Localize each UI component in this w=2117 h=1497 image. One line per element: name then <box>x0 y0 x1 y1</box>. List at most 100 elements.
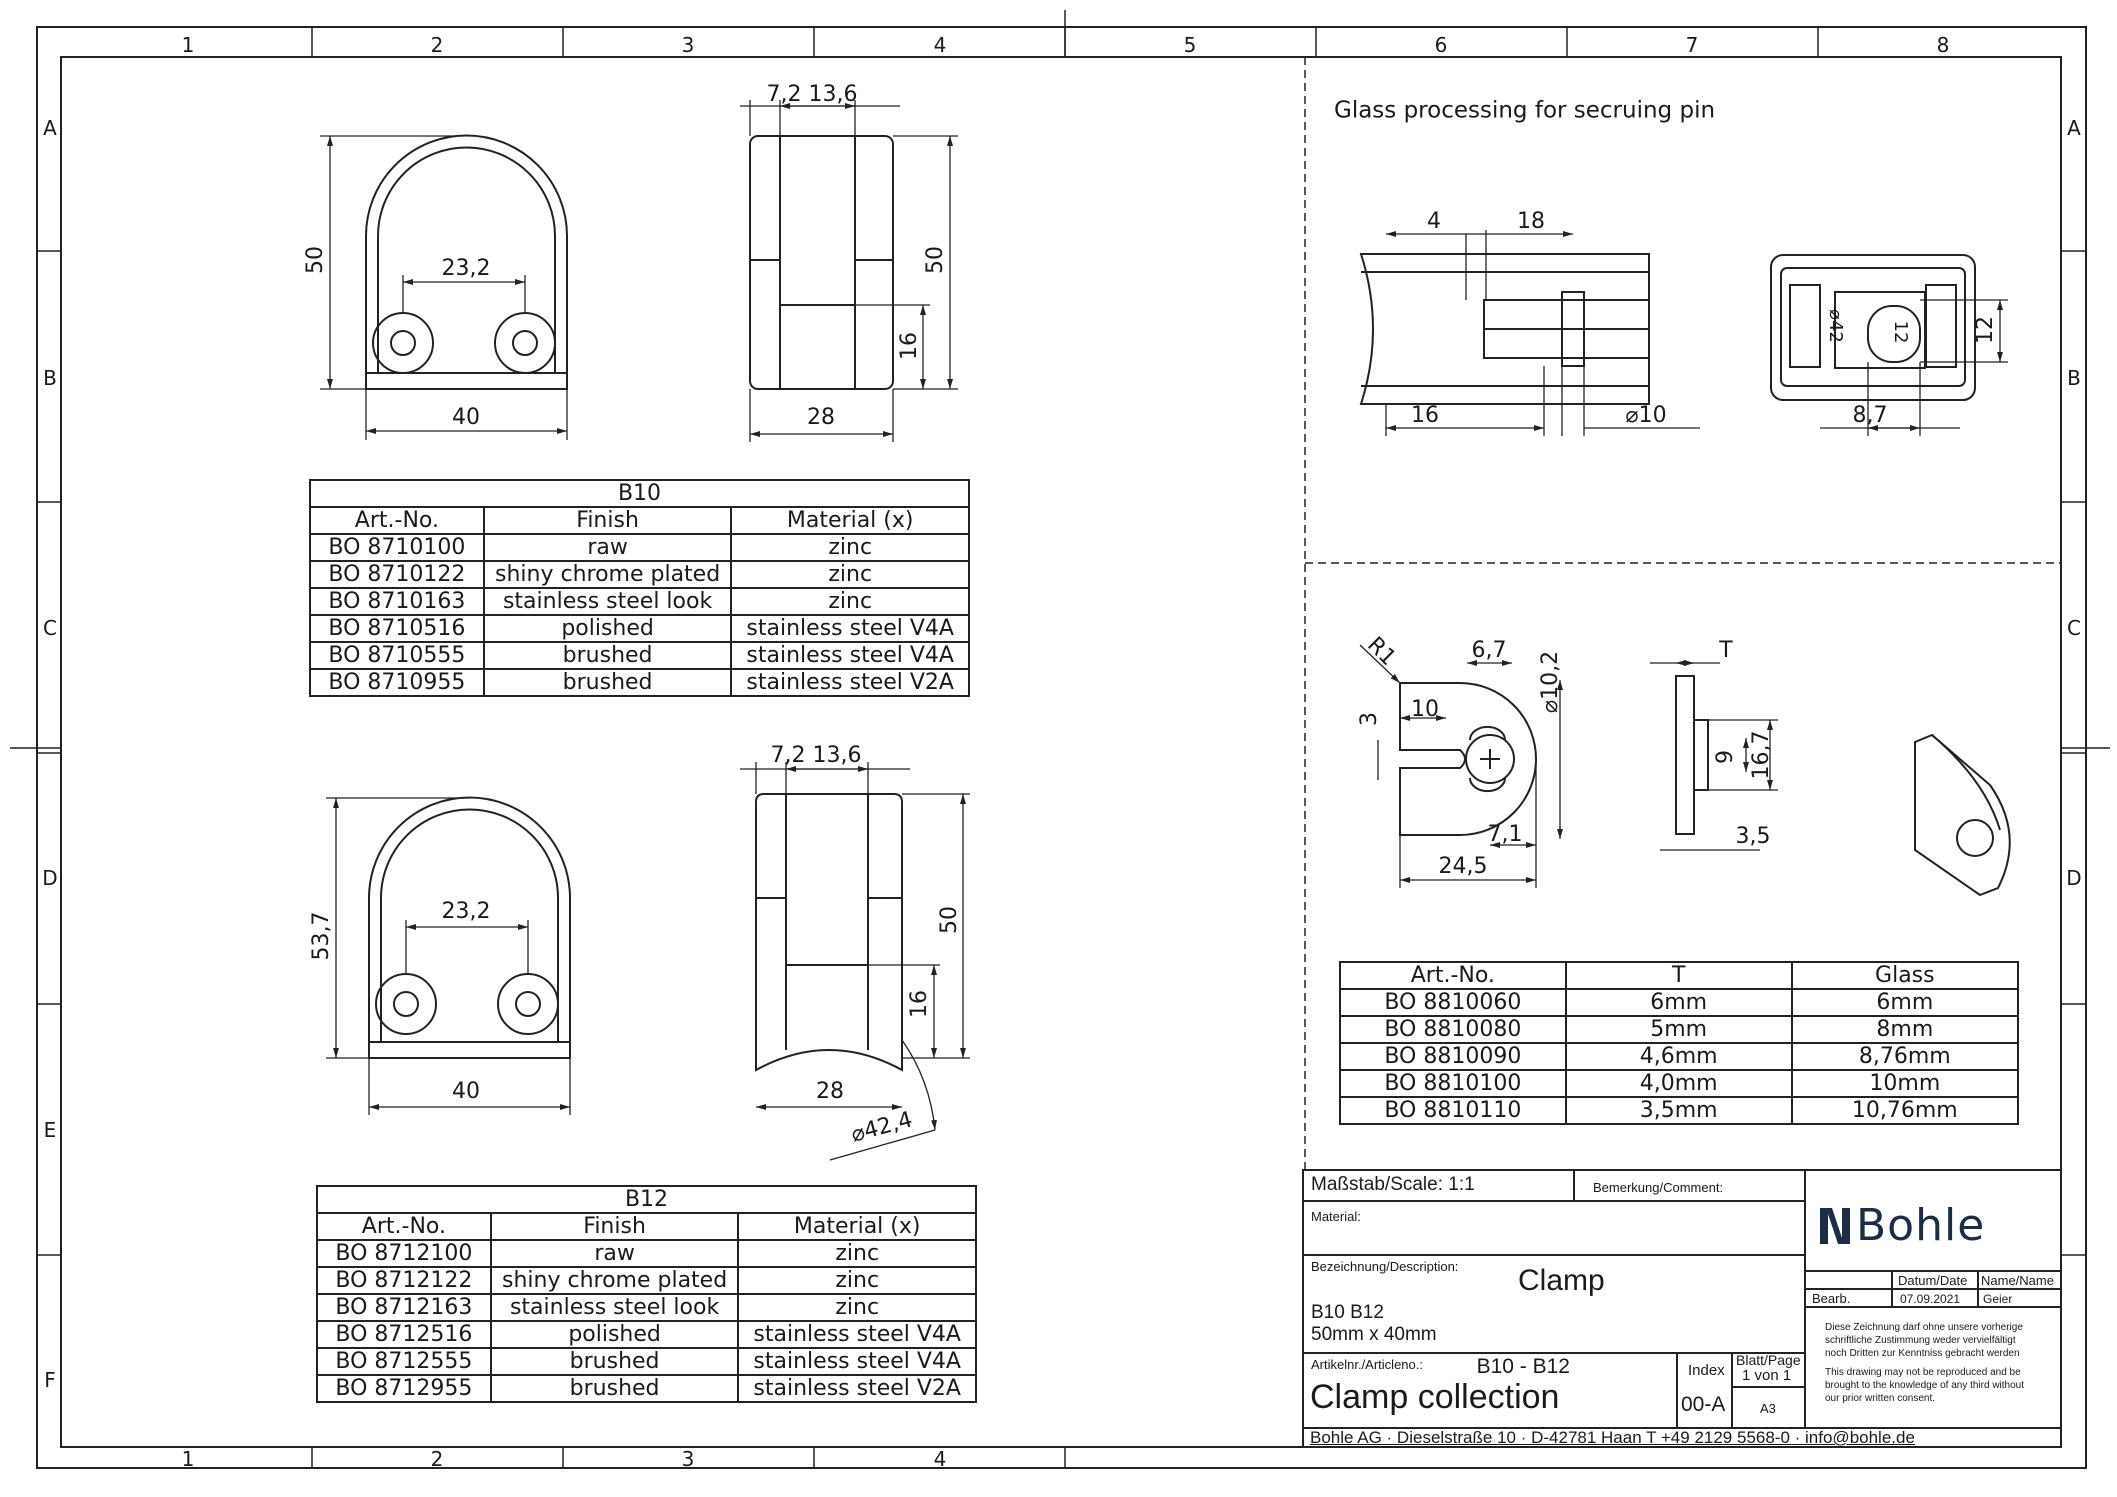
table-cell: BO 8710516 <box>309 614 485 643</box>
dim-b10-height: 50 <box>303 246 328 274</box>
b12-front-view <box>326 796 571 1115</box>
table-cell: BO 8710955 <box>309 668 485 697</box>
column-header: Finish <box>489 1212 740 1241</box>
table-cell: raw <box>489 1239 740 1268</box>
size: 50mm x 40mm <box>1311 1324 1437 1345</box>
securing-pin-isometric-view <box>1914 733 2011 897</box>
company-footer: Bohle AG · Dieselstraße 10 · D-42781 Haa… <box>1310 1428 1915 1447</box>
table-title-row: B10 <box>309 479 970 508</box>
table-cell: 6mm <box>1790 988 2020 1017</box>
table-cell: 4,0mm <box>1564 1069 1793 1098</box>
table-cell: polished <box>482 614 733 643</box>
table-cell: stainless steel look <box>489 1293 740 1322</box>
col-label: 3 <box>681 33 695 57</box>
row-label: A <box>2067 116 2081 140</box>
table-cell: 3,5mm <box>1564 1096 1793 1125</box>
dim-glass-18: 18 <box>1517 209 1545 234</box>
table-cell: 5mm <box>1564 1015 1793 1044</box>
dim-pin-3: 3 <box>1357 712 1382 726</box>
table-cell: zinc <box>730 560 970 589</box>
table-cell: BO 8710122 <box>309 560 485 589</box>
row-label: D <box>2066 866 2082 890</box>
table-cell: 6mm <box>1564 988 1793 1017</box>
dim-pin-9: 9 <box>1713 750 1738 764</box>
page-label: Blatt/Page <box>1736 1352 1801 1368</box>
row-label: C <box>43 616 57 640</box>
col-label: 4 <box>933 33 947 57</box>
dim-glass-8-7: 8,7 <box>1852 403 1888 428</box>
column-header: Art.-No. <box>1339 961 1567 990</box>
table-cell: stainless steel V4A <box>730 641 970 670</box>
dim-b12-side-top: 7,2 13,6 <box>770 743 862 768</box>
bohle-logo-text: Bohle <box>1856 1200 1986 1251</box>
col-label: 2 <box>430 1447 444 1471</box>
securing-pin-front-view <box>1359 644 1563 888</box>
comment-label: Bemerkung/Comment: <box>1593 1180 1724 1195</box>
glass-processing-title: Glass processing for secruing pin <box>1334 97 1716 124</box>
table-cell: BO 8712955 <box>316 1374 492 1403</box>
table-cell: BO 8712122 <box>316 1266 492 1295</box>
table-cell: 10,76mm <box>1790 1096 2020 1125</box>
dim-b12-depth: 28 <box>816 1079 844 1104</box>
dim-pin-16-7: 16,7 <box>1749 730 1774 780</box>
dim-b10-depth: 28 <box>807 405 835 430</box>
table-cell: stainless steel V2A <box>730 668 970 697</box>
dim-pin-6-7: 6,7 <box>1471 638 1507 663</box>
dim-b12-hole-spacing: 23,2 <box>441 899 491 924</box>
dim-pin-7-1: 7,1 <box>1487 822 1523 847</box>
dim-b12-base-height: 16 <box>907 990 932 1018</box>
dim-b10-side-top: 7,2 13,6 <box>766 82 858 107</box>
table-cell: BO 8712555 <box>316 1347 492 1376</box>
dim-b10-side-height: 50 <box>923 246 948 274</box>
table-cell: brushed <box>489 1374 740 1403</box>
table-cell: stainless steel V4A <box>737 1320 977 1349</box>
table-cell: zinc <box>737 1266 977 1295</box>
dim-glass-d42: ⌀42 <box>1825 309 1846 343</box>
col-label: 4 <box>933 1447 947 1471</box>
models: B10 B12 <box>1311 1302 1384 1323</box>
column-header: T <box>1564 961 1793 990</box>
table-cell: BO 8710163 <box>309 587 485 616</box>
table-cell: zinc <box>730 587 970 616</box>
dim-pin-10: 10 <box>1411 697 1439 722</box>
col-label: 1 <box>181 1447 195 1471</box>
edit-date: 07.09.2021 <box>1900 1292 1961 1306</box>
dim-b12-width: 40 <box>452 1079 480 1104</box>
column-header: Art.-No. <box>316 1212 492 1241</box>
row-label: C <box>2067 616 2081 640</box>
bohle-logo-mark <box>1820 1207 1850 1244</box>
paper-format: A3 <box>1760 1401 1776 1416</box>
table-cell: raw <box>482 533 733 562</box>
col-label: 6 <box>1434 33 1448 57</box>
article-label: Artikelnr./Articleno.: <box>1311 1357 1423 1372</box>
editor-name: Geier <box>1983 1292 2013 1306</box>
table-cell: zinc <box>730 533 970 562</box>
edited-label: Bearb. <box>1812 1291 1851 1306</box>
table-cell: BO 8710555 <box>309 641 485 670</box>
table-cell: stainless steel look <box>482 587 733 616</box>
dim-glass-12-inner: 12 <box>1890 320 1911 344</box>
row-label: E <box>43 1118 57 1142</box>
table-cell: BO 8810110 <box>1339 1096 1567 1125</box>
material-label: Material: <box>1311 1209 1361 1224</box>
row-label: B <box>2067 366 2081 390</box>
table-cell: brushed <box>482 641 733 670</box>
notice-german: Diese Zeichnung darf ohne unsere vorheri… <box>1825 1322 2023 1359</box>
table-cell: BO 8810060 <box>1339 988 1567 1017</box>
page-value: 1 von 1 <box>1742 1367 1792 1384</box>
